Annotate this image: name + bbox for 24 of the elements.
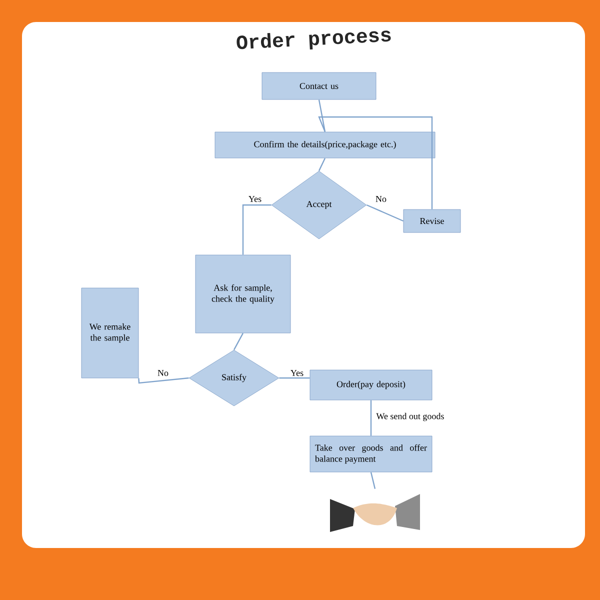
process-box: Order(pay deposit) <box>310 370 432 400</box>
connector <box>279 377 310 379</box>
connector <box>318 158 326 172</box>
edge-label: Yes <box>289 369 305 377</box>
process-box: Confirm the details(price,package etc.) <box>214 132 436 158</box>
connector <box>370 472 376 489</box>
edge-label: No <box>374 195 388 203</box>
process-box: Revise <box>403 209 461 233</box>
edge-label: Yes <box>247 195 263 203</box>
title: Order process <box>236 30 391 50</box>
edge-label: We send out goods <box>375 412 446 422</box>
process-box: Take over goods and offer balance payment <box>310 436 432 472</box>
connector <box>138 377 189 384</box>
connector <box>318 116 433 210</box>
connector <box>318 100 326 132</box>
connector <box>242 204 272 255</box>
connector <box>233 332 244 350</box>
process-box: Contact us <box>262 72 376 100</box>
connector <box>366 204 404 222</box>
connector <box>370 400 372 436</box>
handshake-picture <box>330 494 420 532</box>
process-box: Ask for sample, check the quality <box>195 254 291 334</box>
process-box: We remake the sample <box>81 288 139 378</box>
edge-label: No <box>156 369 170 377</box>
